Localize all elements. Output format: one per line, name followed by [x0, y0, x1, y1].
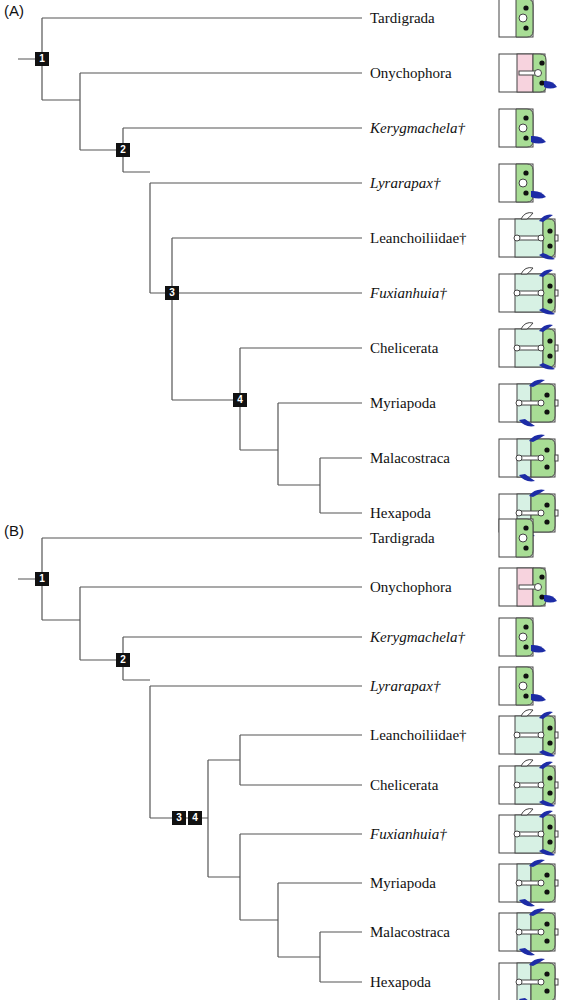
body-plan-icon — [499, 860, 558, 907]
body-plan-icon — [499, 568, 557, 606]
body-plan-icon — [499, 323, 558, 370]
body-plan-icon — [499, 435, 558, 482]
taxon-label: Malacostraca — [370, 449, 450, 467]
node-number: 1 — [35, 572, 49, 586]
body-plan-icon — [499, 213, 558, 260]
panel-label: (A) — [4, 2, 24, 20]
taxon-label: Kerygmachela† — [370, 628, 465, 646]
taxon-label: Leanchoiliidae† — [370, 726, 467, 744]
body-plan-icon — [499, 760, 558, 807]
body-plan-icon — [499, 54, 557, 92]
body-plan-icon — [499, 268, 558, 315]
node-number: 3 — [172, 811, 186, 825]
node-number: 2 — [116, 143, 130, 157]
body-plan-icon — [499, 909, 558, 956]
node-number: 1 — [35, 52, 49, 66]
taxon-label: Onychophora — [370, 64, 452, 82]
body-plan-icon — [499, 618, 546, 656]
taxon-label: Myriapoda — [370, 874, 436, 892]
taxon-label: Hexapoda — [370, 973, 431, 991]
node-number: 3 — [165, 286, 179, 300]
body-plan-icon — [499, 667, 546, 705]
body-plan-icon — [499, 519, 533, 557]
taxon-label: Chelicerata — [370, 776, 438, 794]
body-plan-icon — [499, 109, 546, 147]
taxon-label: Tardigrada — [370, 529, 435, 547]
node-number: 2 — [116, 653, 130, 667]
panel-label: (B) — [4, 522, 24, 540]
taxon-label: Lyrarapax† — [370, 174, 440, 192]
taxon-label: Fuxianhuia† — [370, 284, 447, 302]
taxon-label: Malacostraca — [370, 923, 450, 941]
body-plan-icon — [499, 0, 533, 37]
node-number: 4 — [188, 811, 202, 825]
node-number: 4 — [233, 393, 247, 407]
body-plan-icon — [499, 164, 546, 202]
body-plan-icon — [499, 710, 558, 757]
taxon-label: Leanchoiliidae† — [370, 229, 467, 247]
taxon-label: Chelicerata — [370, 339, 438, 357]
body-plan-icon — [499, 809, 558, 856]
taxon-label: Hexapoda — [370, 504, 431, 522]
taxon-label: Tardigrada — [370, 9, 435, 27]
taxon-label: Kerygmachela† — [370, 119, 465, 137]
body-plan-icon — [499, 959, 558, 1000]
taxon-label: Fuxianhuia† — [370, 825, 447, 843]
taxon-label: Onychophora — [370, 578, 452, 596]
taxon-label: Myriapoda — [370, 394, 436, 412]
taxon-label: Lyrarapax† — [370, 677, 440, 695]
body-plan-icon — [499, 380, 558, 427]
